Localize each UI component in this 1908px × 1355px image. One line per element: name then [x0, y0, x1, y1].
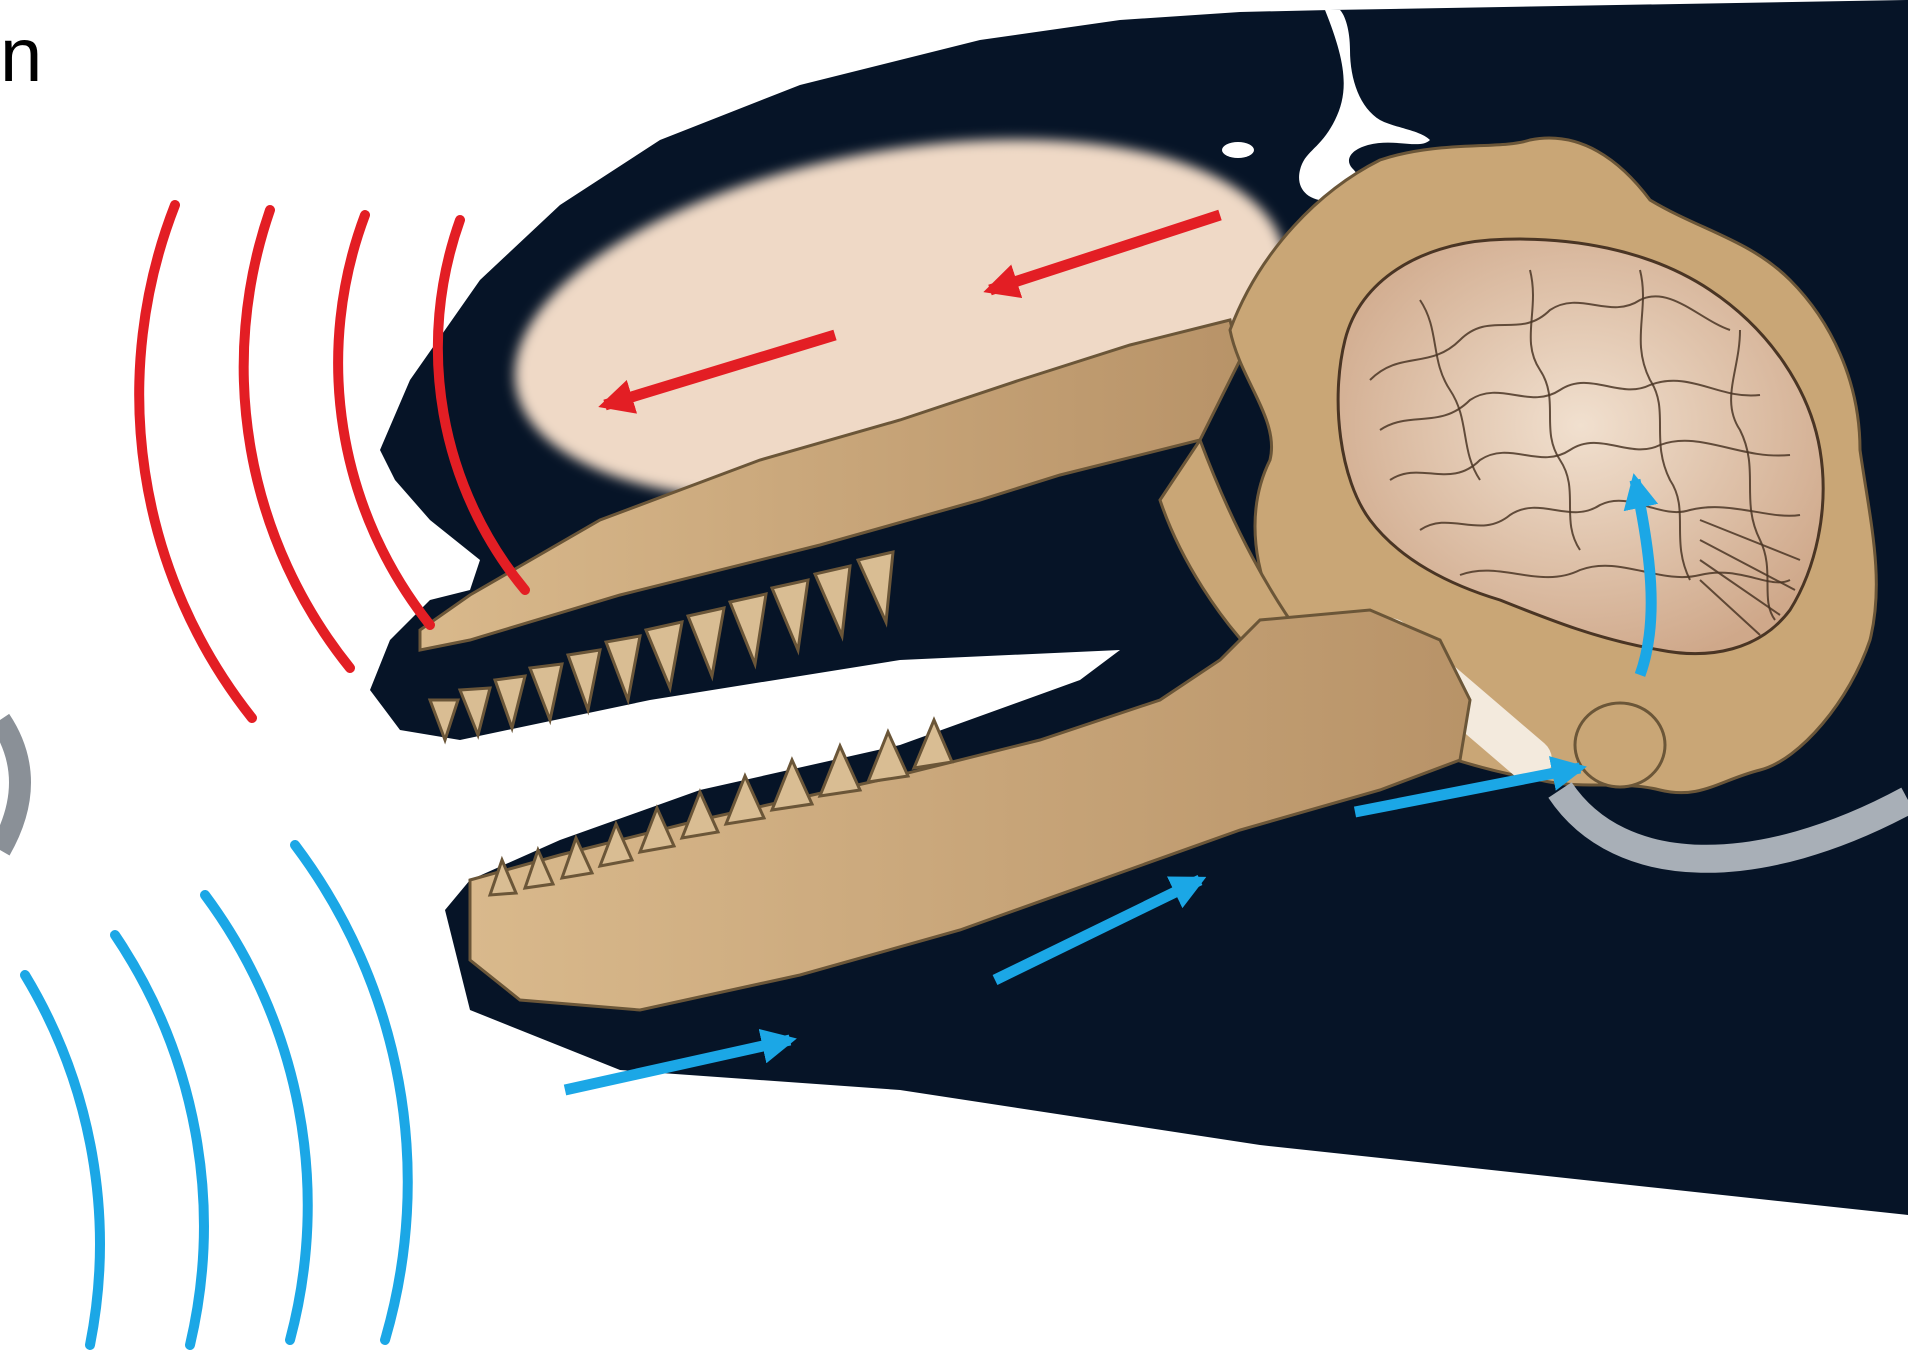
inner-ear: [1575, 703, 1665, 787]
partial-gray-shape: [0, 720, 20, 850]
blowhole: [1222, 142, 1254, 158]
incoming-echo-waves: [25, 845, 408, 1345]
